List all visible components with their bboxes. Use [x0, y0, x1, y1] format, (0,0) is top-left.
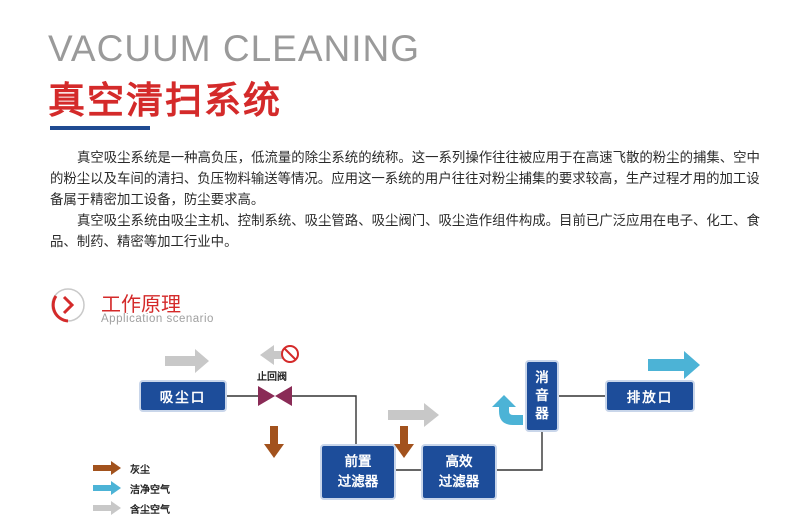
clean-air-arrow-exhaust	[648, 351, 700, 379]
chevron-right-circle-icon	[51, 288, 85, 323]
intro-paragraph-1: 真空吸尘系统是一种高负压，低流量的除尘系统的统称。这一系列操作往往被应用于在高速…	[50, 151, 760, 208]
exhaust-box: 排放口	[605, 380, 695, 412]
muffler-char-2: 音	[535, 388, 549, 404]
legend-label-dust: 灰尘	[130, 464, 150, 476]
dusty-air-arrow-prefilter	[388, 403, 439, 427]
clean-air-arrow-muffler	[492, 395, 523, 425]
title-english: VACUUM CLEANING	[48, 28, 421, 69]
no-entry-icon	[281, 345, 299, 363]
clean-air-arrow-icon	[93, 481, 121, 495]
muffler-char-1: 消	[535, 370, 549, 386]
muffler-box: 消 音 器	[525, 360, 559, 432]
title-underline	[50, 126, 150, 130]
section-title: 工作原理	[101, 292, 181, 316]
dust-arrow-prefilter	[394, 426, 414, 458]
hepa-filter-box: 高效 过滤器	[421, 444, 497, 500]
check-valve-icon	[258, 386, 292, 406]
title-chinese: 真空清扫系统	[48, 79, 282, 122]
legend-item-dust: 灰尘	[92, 460, 150, 476]
dusty-air-arrow-inlet	[165, 349, 209, 373]
section-subtitle: Application scenario	[101, 313, 214, 325]
pre-filter-box: 前置 过滤器	[320, 444, 396, 500]
dust-arrow-icon	[93, 461, 121, 475]
legend-item-clean-air: 洁净空气	[92, 480, 170, 496]
dust-arrow-valve	[264, 426, 284, 458]
legend-label-dusty-air: 含尘空气	[130, 504, 170, 516]
check-valve-label: 止回阀	[257, 372, 287, 383]
legend-item-dusty-air: 含尘空气	[92, 500, 170, 516]
dusty-air-arrow-valve	[260, 345, 286, 365]
pre-filter-label-line2: 过滤器	[337, 474, 379, 490]
intro-paragraph-2: 真空吸尘系统由吸尘主机、控制系统、吸尘管路、吸尘阀门、吸尘造作组件构成。目前已广…	[50, 214, 760, 250]
legend-label-clean-air: 洁净空气	[130, 484, 170, 496]
intro-text: 真空吸尘系统是一种高负压，低流量的除尘系统的统称。这一系列操作往往被应用于在高速…	[50, 148, 760, 253]
hepa-filter-label-line2: 过滤器	[438, 474, 480, 490]
muffler-char-3: 器	[535, 406, 549, 422]
hepa-filter-label-line1: 高效	[445, 454, 473, 470]
dust-inlet-box: 吸尘口	[139, 380, 227, 412]
dusty-air-arrow-icon	[93, 501, 121, 515]
pre-filter-label-line1: 前置	[344, 454, 372, 470]
